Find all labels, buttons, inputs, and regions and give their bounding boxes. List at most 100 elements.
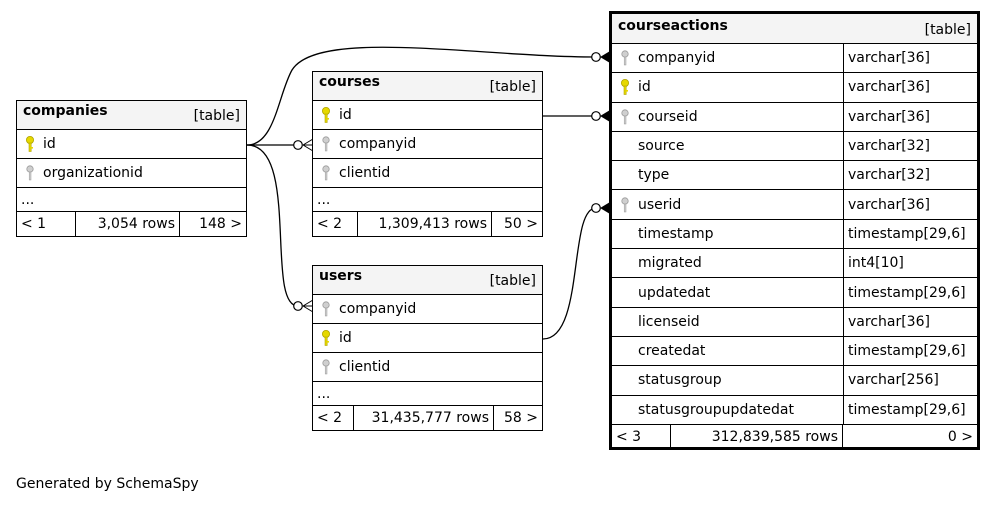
column-name: createdat	[638, 343, 706, 360]
column-row[interactable]: id	[313, 101, 542, 130]
column-row[interactable]: clientid	[313, 159, 542, 188]
table-users[interactable]: users [table] companyid id cli	[312, 265, 543, 431]
parents-count[interactable]: < 1	[17, 212, 76, 236]
children-count[interactable]: 0 >	[947, 428, 973, 445]
column-name: courseid	[638, 108, 698, 125]
column-name: licenseid	[638, 313, 700, 330]
foreign-key-icon	[322, 359, 330, 375]
primary-key-icon	[26, 136, 34, 152]
column-row[interactable]: courseid varchar[36]	[612, 102, 977, 132]
column-row[interactable]: clientid	[313, 353, 542, 382]
foreign-key-icon	[621, 109, 629, 124]
column-row[interactable]: id	[313, 324, 542, 353]
children-count[interactable]: 148 >	[199, 216, 242, 232]
column-name: id	[638, 79, 651, 96]
more-columns-ellipsis: ...	[17, 188, 246, 212]
table-header: courses [table]	[313, 72, 542, 101]
column-row[interactable]: licenseid varchar[36]	[612, 307, 977, 337]
column-row[interactable]: companyid	[313, 130, 542, 159]
column-name: id	[43, 136, 56, 152]
column-name: statusgroup	[638, 372, 722, 389]
foreign-key-icon	[26, 165, 34, 181]
column-name: id	[339, 330, 352, 346]
table-footer: < 2 1,309,413 rows 50 >	[313, 212, 542, 236]
column-row[interactable]: updatedat timestamp[29,6]	[612, 278, 977, 308]
column-name: companyid	[339, 136, 417, 152]
parents-count[interactable]: < 2	[313, 406, 354, 430]
column-name: updatedat	[638, 284, 711, 301]
table-header: users [table]	[313, 266, 542, 295]
column-row[interactable]: companyid	[313, 295, 542, 324]
table-footer: < 3 312,839,585 rows 0 >	[612, 424, 977, 449]
children-count[interactable]: 58 >	[504, 410, 538, 426]
column-row[interactable]: createdat timestamp[29,6]	[612, 336, 977, 367]
edge-companies-users	[246, 144, 299, 307]
children-count[interactable]: 50 >	[504, 216, 538, 232]
primary-key-icon	[322, 330, 330, 346]
column-type: timestamp[29,6]	[848, 401, 966, 418]
parents-count[interactable]: < 2	[313, 212, 358, 236]
parents-count[interactable]: < 3	[612, 424, 671, 449]
foreign-key-icon	[322, 136, 330, 152]
table-header: courseactions [table]	[612, 14, 977, 44]
column-row[interactable]: companyid varchar[36]	[612, 44, 977, 74]
table-footer: < 2 31,435,777 rows 58 >	[313, 406, 542, 430]
table-header: companies [table]	[17, 101, 246, 130]
column-name: id	[339, 107, 352, 123]
row-count: 3,054 rows	[76, 212, 180, 236]
column-row[interactable]: id	[17, 130, 246, 159]
column-type: varchar[36]	[848, 50, 930, 67]
column-name: source	[638, 138, 685, 155]
column-type: timestamp[29,6]	[848, 225, 966, 242]
column-type: varchar[256]	[848, 372, 939, 389]
more-columns-ellipsis: ...	[313, 188, 542, 212]
table-courses[interactable]: courses [table] id companyid c	[312, 71, 543, 237]
column-row[interactable]: userid varchar[36]	[612, 190, 977, 220]
edge-end-circle	[293, 140, 303, 150]
edge-end-circle	[591, 52, 601, 62]
table-courseactions[interactable]: courseactions [table] companyid varchar[3…	[609, 11, 980, 450]
column-type: varchar[32]	[848, 167, 930, 184]
table-name: courseactions	[618, 17, 728, 34]
more-columns-ellipsis: ...	[313, 382, 542, 406]
crowfoot-fork	[302, 299, 314, 313]
column-row[interactable]: type varchar[32]	[612, 161, 977, 191]
row-count: 31,435,777 rows	[354, 406, 494, 430]
column-row[interactable]: statusgroup varchar[256]	[612, 366, 977, 396]
foreign-key-icon	[621, 50, 629, 66]
column-type: int4[10]	[848, 255, 904, 272]
column-name: clientid	[339, 359, 391, 375]
crowfoot-fork	[302, 138, 314, 152]
column-name: migrated	[638, 255, 702, 272]
column-type: varchar[32]	[848, 138, 930, 155]
column-name: clientid	[339, 165, 391, 181]
column-name: type	[638, 167, 670, 184]
primary-key-icon	[322, 107, 330, 123]
table-companies[interactable]: companies [table] id organizationid ... …	[16, 100, 247, 237]
column-name: userid	[638, 196, 682, 213]
column-type: varchar[36]	[848, 108, 930, 125]
edge-end-circle	[591, 203, 601, 213]
table-type: [table]	[489, 273, 536, 289]
column-row[interactable]: source varchar[32]	[612, 131, 977, 162]
column-type: timestamp[29,6]	[848, 343, 966, 360]
column-type: varchar[36]	[848, 313, 930, 330]
generated-by-label: Generated by SchemaSpy	[16, 476, 199, 492]
foreign-key-icon	[621, 197, 629, 212]
column-row[interactable]: organizationid	[17, 159, 246, 188]
edge-companies-courseactions	[246, 46, 597, 146]
table-name: companies	[23, 103, 108, 119]
table-name: users	[319, 268, 363, 284]
column-name: organizationid	[43, 165, 143, 181]
column-type: timestamp[29,6]	[848, 284, 966, 301]
table-name: courses	[319, 74, 380, 90]
column-type: varchar[36]	[848, 196, 930, 213]
row-count: 312,839,585 rows	[671, 424, 843, 449]
column-row[interactable]: migrated int4[10]	[612, 249, 977, 279]
column-name: companyid	[638, 50, 716, 67]
